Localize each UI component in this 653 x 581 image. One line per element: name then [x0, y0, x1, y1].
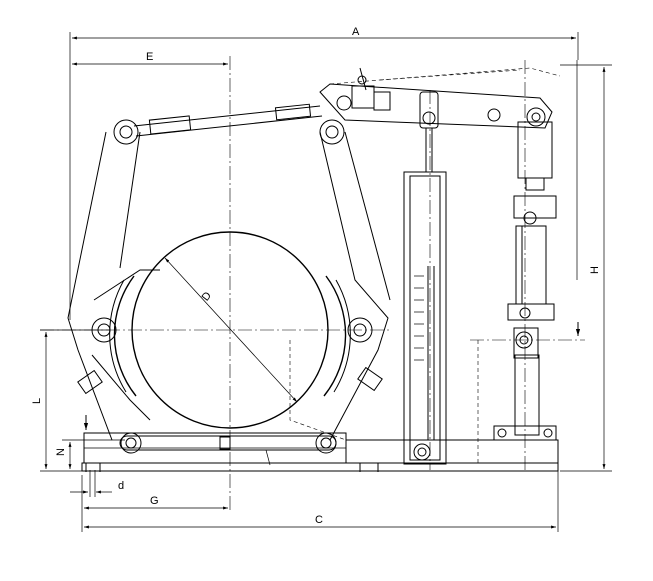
dimension-label-H: H — [589, 266, 601, 274]
scale-ticks — [414, 275, 424, 361]
base-plate — [81, 432, 559, 472]
dimension-L: L — [31, 329, 110, 472]
dimension-label-D: D — [200, 290, 214, 304]
spring-cylinder — [477, 121, 581, 463]
dimension-label-N: N — [55, 448, 67, 456]
dimension-N: N — [55, 415, 125, 469]
dimension-G: G — [81, 475, 228, 532]
dimension-label-C: C — [315, 514, 323, 526]
dimension-label-G: G — [150, 495, 159, 507]
dimension-label-L: L — [31, 398, 43, 404]
dimension-E: E — [72, 51, 228, 66]
dimension-label-d: d — [118, 480, 124, 492]
dimension-H: H — [560, 64, 612, 472]
dimension-C: C — [84, 470, 559, 532]
brake-drum: D — [131, 231, 329, 429]
dimension-A: A — [69, 26, 579, 320]
left-brake-arm — [67, 119, 160, 454]
bottom-link — [119, 435, 337, 466]
right-brake-arm — [289, 119, 391, 454]
dimension-label-E: E — [146, 51, 153, 63]
thruster-unit — [403, 91, 447, 465]
dimension-d: d — [70, 470, 124, 497]
dimension-label-A: A — [352, 26, 360, 38]
tie-rod — [133, 103, 323, 137]
top-lever — [319, 67, 561, 129]
